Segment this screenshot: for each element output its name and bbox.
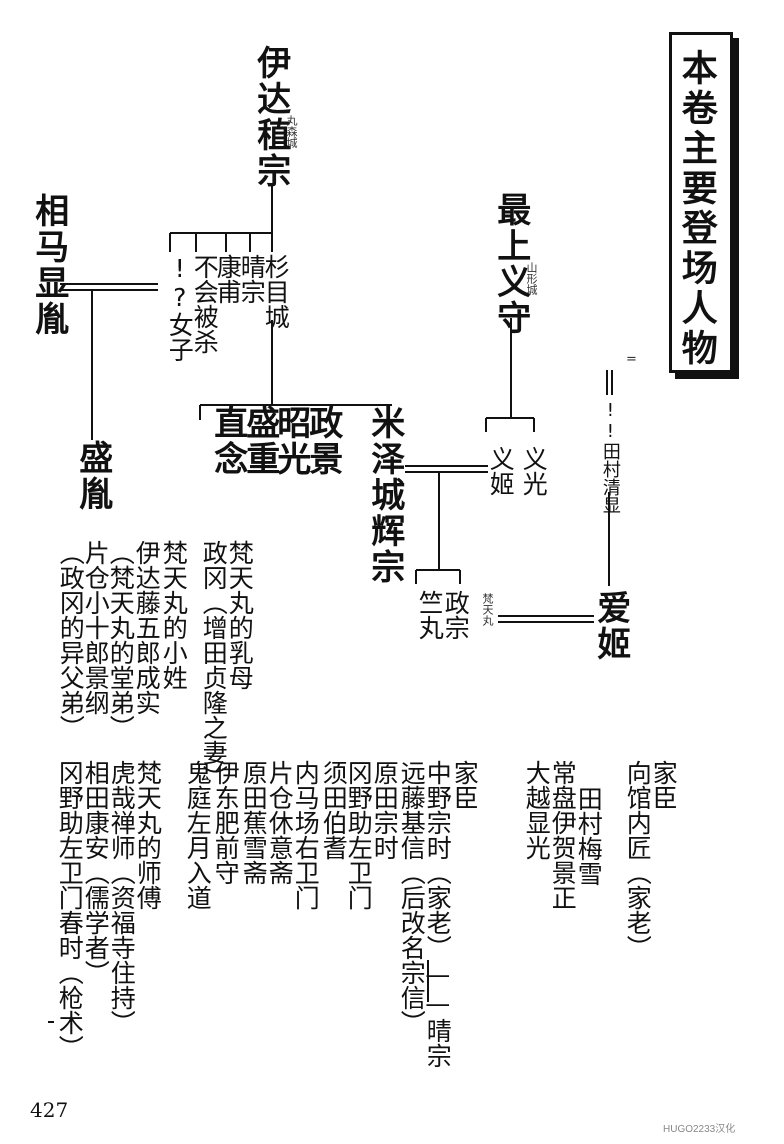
retainers-header: 家臣 xyxy=(450,760,480,810)
aihime: 爱姬 xyxy=(590,590,631,662)
aihime-retainer-mukaidate: 向馆内匠（家老） xyxy=(623,760,653,960)
retainer-uchibaba: 内马场右卫门 xyxy=(291,760,321,910)
teachers-header: 梵天丸的师傅 xyxy=(133,760,163,910)
marumori-castle-tag: 丸森城 xyxy=(285,115,298,148)
role-kojuro: 片仓小十郎景纲 xyxy=(81,540,111,715)
retainer-suda: 须田伯耆 xyxy=(319,760,349,860)
masamune: 政宗 xyxy=(441,590,471,640)
harumune-castle: 杉目城 xyxy=(261,254,291,329)
title-box: 本卷主要登场人物 xyxy=(669,32,733,373)
role-shigezane-note: （梵天丸的堂弟） xyxy=(106,540,136,740)
mogami-yoshimori: 最上义守 xyxy=(490,192,531,336)
aihime-retainer-okoshi: 大越显光 xyxy=(522,760,552,860)
role-page: 梵天丸的小姓 xyxy=(159,540,189,690)
role-shigezane: 伊达藤五郎成实 xyxy=(132,540,162,715)
double-line-mark: = xyxy=(624,352,639,367)
retainer-katakura: 片仓休意斋 xyxy=(265,760,295,885)
harumune: 晴宗 xyxy=(237,254,267,304)
teacher-kosai: 虎哉禅师（资福寺住持） xyxy=(107,760,137,1035)
role-masaoka: 政冈（增田贞隆之妻） xyxy=(199,540,229,790)
terumune: 米泽城辉宗 xyxy=(364,405,405,585)
aihime-retainer-tokiwa: 常盘伊贺景正 xyxy=(548,760,578,910)
retainer-harada: 原田宗时 xyxy=(370,760,400,860)
morishige: 盛重 xyxy=(239,405,280,477)
yasumasa: 康甫 xyxy=(213,254,243,304)
retainer-okano: 冈野助左卫门 xyxy=(344,760,374,910)
yoshihime: 义姬 xyxy=(486,446,516,496)
retainer-endo: 远藤基信（后改名宗信） xyxy=(397,760,427,1035)
yamagata-castle-tag: 山形城 xyxy=(525,262,538,295)
role-nurse: 梵天丸的乳母 xyxy=(225,540,255,690)
page-title: 本卷主要登场人物 xyxy=(675,49,717,369)
date-tanemune: 伊达稙宗 xyxy=(250,45,291,189)
tamura-kiyoaki: !!田村清显 xyxy=(599,400,621,514)
teacher-aida: 相田康安（儒学者） xyxy=(81,760,111,985)
retainer-nakano: 中野宗时（家老）——晴宗 xyxy=(423,760,453,1068)
retainer-ito: 伊东肥前守 xyxy=(211,760,241,885)
naonen: 直念 xyxy=(207,405,248,477)
soma-akitane: 相马显胤 xyxy=(28,193,69,337)
retainer-oniniwa: 鬼庭左月入道 xyxy=(183,760,213,910)
scanlation-watermark: HUGO2233汉化 xyxy=(663,1124,736,1135)
yoshiaki: 义光 xyxy=(519,446,549,496)
aihime-retainers-header: 家臣 xyxy=(649,760,679,810)
not-killed-note: 不会被杀 xyxy=(190,254,220,354)
bontenmaru-tag: 梵天丸 xyxy=(481,593,494,626)
role-kojuro-note: （政冈的异父弟） xyxy=(56,540,86,740)
soma-moritane: 盛胤 xyxy=(72,440,113,512)
masakage: 政景 xyxy=(302,405,343,477)
jikumaru: 竺丸 xyxy=(415,590,445,640)
page-number: 427 xyxy=(30,1098,69,1122)
retainer-harada-shosetsusai: 原田蕉雪斋 xyxy=(239,760,269,885)
unknown-woman: !?女子 xyxy=(165,254,195,362)
akimitsu: 昭光 xyxy=(270,405,311,477)
aihime-retainer-tamura: 田村梅雪 xyxy=(574,786,604,886)
teacher-okano: 冈野助左卫门春时（枪术） xyxy=(55,760,85,1060)
